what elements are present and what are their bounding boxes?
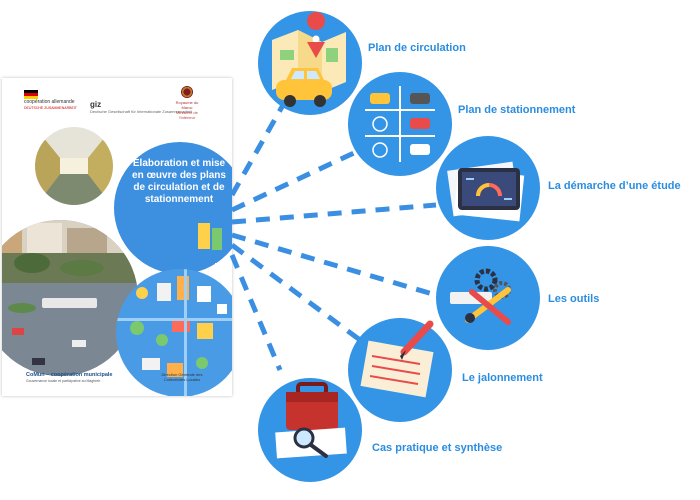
logo-royaume-maroc: Royaume du Maroc Ministère de l'Intérieu…: [170, 86, 204, 120]
car-icon: [370, 93, 390, 104]
building-icon: [198, 223, 210, 249]
royal-seal-icon: [181, 86, 193, 98]
label-plan-stationnement: Plan de stationnement: [458, 104, 576, 116]
accessible-icon: [372, 142, 388, 158]
car-icon: [410, 144, 430, 155]
accessible-icon: [372, 116, 388, 132]
label-plan-circulation: Plan de circulation: [368, 42, 466, 54]
connector-line: [229, 103, 286, 197]
briefcase-magnifier-icon: [275, 382, 347, 459]
map-car-icon: [272, 12, 346, 107]
logo-giz-text: giz: [90, 100, 102, 109]
pencil-checklist-icon: [360, 320, 434, 398]
car-icon: [410, 93, 430, 104]
topic-circle-plan-circulation: [258, 11, 362, 115]
topic-circle-demarche-etude: [436, 136, 540, 240]
footer-comun-text: CoMun – coopération municipale: [26, 372, 113, 378]
cover-artwork: [2, 125, 232, 396]
topic-circle-plan-stationnement: [348, 72, 452, 176]
building-icon: [212, 228, 222, 250]
german-flag-icon: [24, 90, 38, 99]
logo-left-subtext: DEUTSCHE ZUSAMMENARBEIT: [24, 106, 77, 110]
connector-line: [230, 149, 358, 213]
car-icon: [410, 118, 430, 129]
tunnel-photo: [34, 126, 114, 206]
label-jalonnement: Le jalonnement: [462, 372, 543, 384]
logo-right-text: Royaume du Maroc: [175, 100, 199, 110]
logo-cooperation-allemande: coopération allemande DEUTSCHE ZUSAMMENA…: [24, 88, 84, 111]
connector-line: [231, 202, 437, 225]
logo-right-subtext: Ministère de l'Intérieur: [176, 110, 198, 120]
footer-dgcl: Direction Générale des Collectivités Loc…: [161, 372, 203, 382]
tablet-report-icon: [447, 161, 525, 222]
footer-comun-subtext: Gouvernance locale et participative au M…: [26, 379, 101, 383]
topic-circle-cas-pratique: [258, 378, 362, 482]
connector-line: [231, 232, 437, 298]
cover-title: Élaboration et mise en œuvre des plans d…: [132, 158, 226, 205]
logo-giz: giz Deutsche Gesellschaft für Internatio…: [90, 100, 192, 114]
topic-circle-outils: [436, 246, 540, 350]
tools-gears-icon: [450, 268, 511, 325]
label-demarche-etude: La démarche d’une étude: [548, 180, 681, 192]
parking-sign-icon: [215, 263, 225, 277]
connector-line: [230, 242, 362, 343]
connector-line: [229, 254, 283, 371]
label-outils: Les outils: [548, 293, 600, 305]
book-cover: coopération allemande DEUTSCHE ZUSAMMENA…: [2, 78, 232, 396]
topic-circle-jalonnement: [348, 318, 452, 422]
logo-giz-subtext: Deutsche Gesellschaft für Internationale…: [90, 109, 193, 114]
footer-comun: CoMun – coopération municipale Gouvernan…: [26, 372, 112, 383]
city-illustration: [116, 269, 232, 396]
parking-lot-icon: [365, 86, 435, 162]
label-cas-pratique: Cas pratique et synthèse: [372, 442, 503, 454]
logo-left-text: coopération allemande: [24, 99, 75, 105]
